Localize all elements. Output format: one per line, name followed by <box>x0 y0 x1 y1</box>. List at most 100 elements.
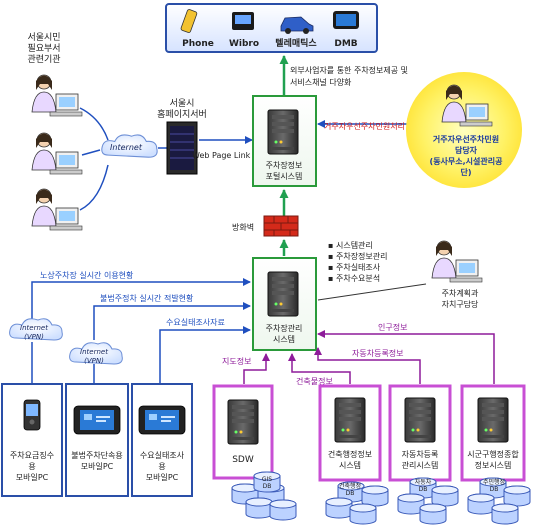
device-box-1: 주차요금징수 용 모바일PC <box>1 383 63 497</box>
district-admin-box: 시군구행정종합 정보시스템 <box>460 384 526 482</box>
complaint-officer-line3: (동사무소,시설관리공 <box>430 156 504 166</box>
resident-db-line2: DB <box>490 486 499 493</box>
vehicle-db-cluster: 자동차 DB <box>397 477 459 525</box>
planner-user: 주차계획과 자치구담당 <box>431 240 483 309</box>
complaint-officer-line2: 담당자 <box>455 145 478 155</box>
district-admin-server-icon <box>477 397 509 443</box>
management-system-box: 주차장관리 시스템 <box>252 257 317 351</box>
resident-db-line1: 주민행정 <box>483 478 505 486</box>
dmb-device-icon <box>333 11 359 29</box>
building-db-cluster: 건축행정 DB <box>325 481 389 525</box>
link-planner-mgmt <box>317 283 427 301</box>
demand-survey-label: 수요실태조사자료 <box>166 317 225 327</box>
sdw-server-icon <box>227 399 259 445</box>
db-icon-building-4 <box>349 503 377 525</box>
complaint-officer-line1: 거주자우선주차민원 <box>433 134 499 144</box>
db-icon-vehicle-2 <box>431 485 459 507</box>
gis-db-cluster: GIS DB <box>231 471 297 521</box>
gis-db-line2: DB <box>263 483 272 490</box>
vehicle-mgmt-line1: 자동차등록 <box>402 450 439 459</box>
external-service-line1: 외부사업자를 통한 주차정보제공 및 <box>290 65 408 75</box>
vpn-left-line2: (VPN) <box>24 333 44 341</box>
tablet-icon-1 <box>73 405 121 435</box>
device3-line1: 수요실태조사 <box>140 450 185 460</box>
citizen-user-icon-3 <box>31 188 83 231</box>
vehicle-mgmt-line2: 관리시스템 <box>402 460 439 470</box>
db-icon-vehicle-4 <box>419 503 447 525</box>
planner-line1: 주차계획과 <box>442 288 479 298</box>
building-admin-server-icon <box>334 397 366 443</box>
district-admin-line2: 정보시스템 <box>475 460 512 470</box>
sdw-box: SDW <box>212 384 274 480</box>
population-info-label: 인구정보 <box>378 322 407 332</box>
vehicle-db-line1: 자동차 <box>415 478 432 486</box>
device-box-3: 수요실태조사 용 모바일PC <box>131 383 193 497</box>
vehicle-registration-label: 자동차등록정보 <box>352 348 404 358</box>
device1-line3: 모바일PC <box>16 472 49 482</box>
device3-line2: 용 <box>158 462 165 471</box>
building-db-line1: 건축행정 <box>339 482 361 490</box>
car-icon <box>280 16 314 34</box>
portal-system-line1: 주차장정보 <box>266 160 303 170</box>
internet-label: Internet <box>110 143 143 152</box>
sdw-label: SDW <box>232 455 254 465</box>
service-label-telematics: 텔레매틱스 <box>275 37 317 49</box>
link-user1-cloud <box>79 107 109 141</box>
db-icon-building-3 <box>325 497 353 519</box>
building-admin-box: 건축행정정보 시스템 <box>318 384 382 482</box>
link-user2-cloud <box>81 149 101 156</box>
service-label-dmb: DMB <box>334 39 357 49</box>
building-admin-line2: 시스템 <box>339 460 361 470</box>
homepage-server-line1: 서울시 <box>170 98 195 109</box>
db-icon-resident-3 <box>467 493 495 515</box>
complaint-officer-line4: 단) <box>460 167 471 177</box>
link-user3-cloud <box>79 164 109 211</box>
device2-line2: 모바일PC <box>81 461 114 471</box>
vpn-middle-line2: (VPN) <box>84 357 104 365</box>
resident-complaint-label: 거주자우선주차민원처리 <box>324 121 405 131</box>
illegal-parking-label: 불법주정차 실시간 적발현황 <box>100 293 194 303</box>
portal-system-line2: 포털시스템 <box>266 171 303 181</box>
db-icon-gis-4 <box>269 499 297 521</box>
management-server-icon <box>267 271 299 317</box>
street-parking-label: 노상주차장 실시간 이용현황 <box>40 270 134 280</box>
building-info-label: 건축물정보 <box>296 376 333 386</box>
service-label-phone: Phone <box>182 39 214 49</box>
web-page-link-label: Web Page Link <box>192 151 251 160</box>
arrow-building-info <box>288 353 351 384</box>
db-icon-gis-3 <box>245 497 273 519</box>
external-service-line2: 서비스채널 다양화 <box>290 77 352 87</box>
vehicle-mgmt-server-icon <box>404 397 436 443</box>
arrow-demand-survey <box>159 326 251 384</box>
portal-server-icon <box>267 109 299 155</box>
resident-db-cluster: 주민행정 DB <box>467 477 531 525</box>
function-item-3: ▪ 주차실태조사 <box>328 262 381 272</box>
device2-line1: 불법주차단속용 <box>71 450 123 460</box>
wibro-device-icon <box>232 12 254 30</box>
firewall-label: 방화벽 <box>232 222 254 232</box>
arrow-map-info <box>243 353 270 384</box>
planner-line2: 자치구담당 <box>442 299 479 309</box>
complaint-officer-bubble: 거주자우선주차민원 담당자 (동사무소,시설관리공 단) <box>406 72 522 188</box>
device3-line3: 모바일PC <box>146 472 179 482</box>
map-info-label: 지도정보 <box>222 356 251 366</box>
citizen-user-icon-2 <box>31 132 83 175</box>
vpn-left-line1: Internet <box>20 324 48 332</box>
citizen-user-icon-1 <box>31 74 83 117</box>
function-item-4: ▪ 주차수요분석 <box>328 273 380 283</box>
function-item-2: ▪ 주차장정보관리 <box>328 251 388 261</box>
building-admin-line1: 건축행정정보 <box>328 449 372 459</box>
db-icon-resident-4 <box>491 503 519 525</box>
phone-icon <box>180 9 198 33</box>
homepage-server-icon <box>166 121 198 175</box>
service-label-wibro: Wibro <box>229 39 259 49</box>
arrow-population-info <box>317 330 495 384</box>
top-services-panel: Phone Wibro 텔레매틱스 DMB <box>165 3 378 53</box>
management-system-line1: 주차장관리 <box>266 323 303 333</box>
arrow-street-parking <box>31 278 251 324</box>
gis-db-line1: GIS <box>262 476 272 483</box>
seoul-departments-line2: 필요부서 <box>27 42 60 54</box>
db-icon-building-2 <box>361 485 389 507</box>
homepage-server-line2: 홈페이지서버 <box>157 108 207 120</box>
management-system-line2: 시스템 <box>273 334 295 344</box>
